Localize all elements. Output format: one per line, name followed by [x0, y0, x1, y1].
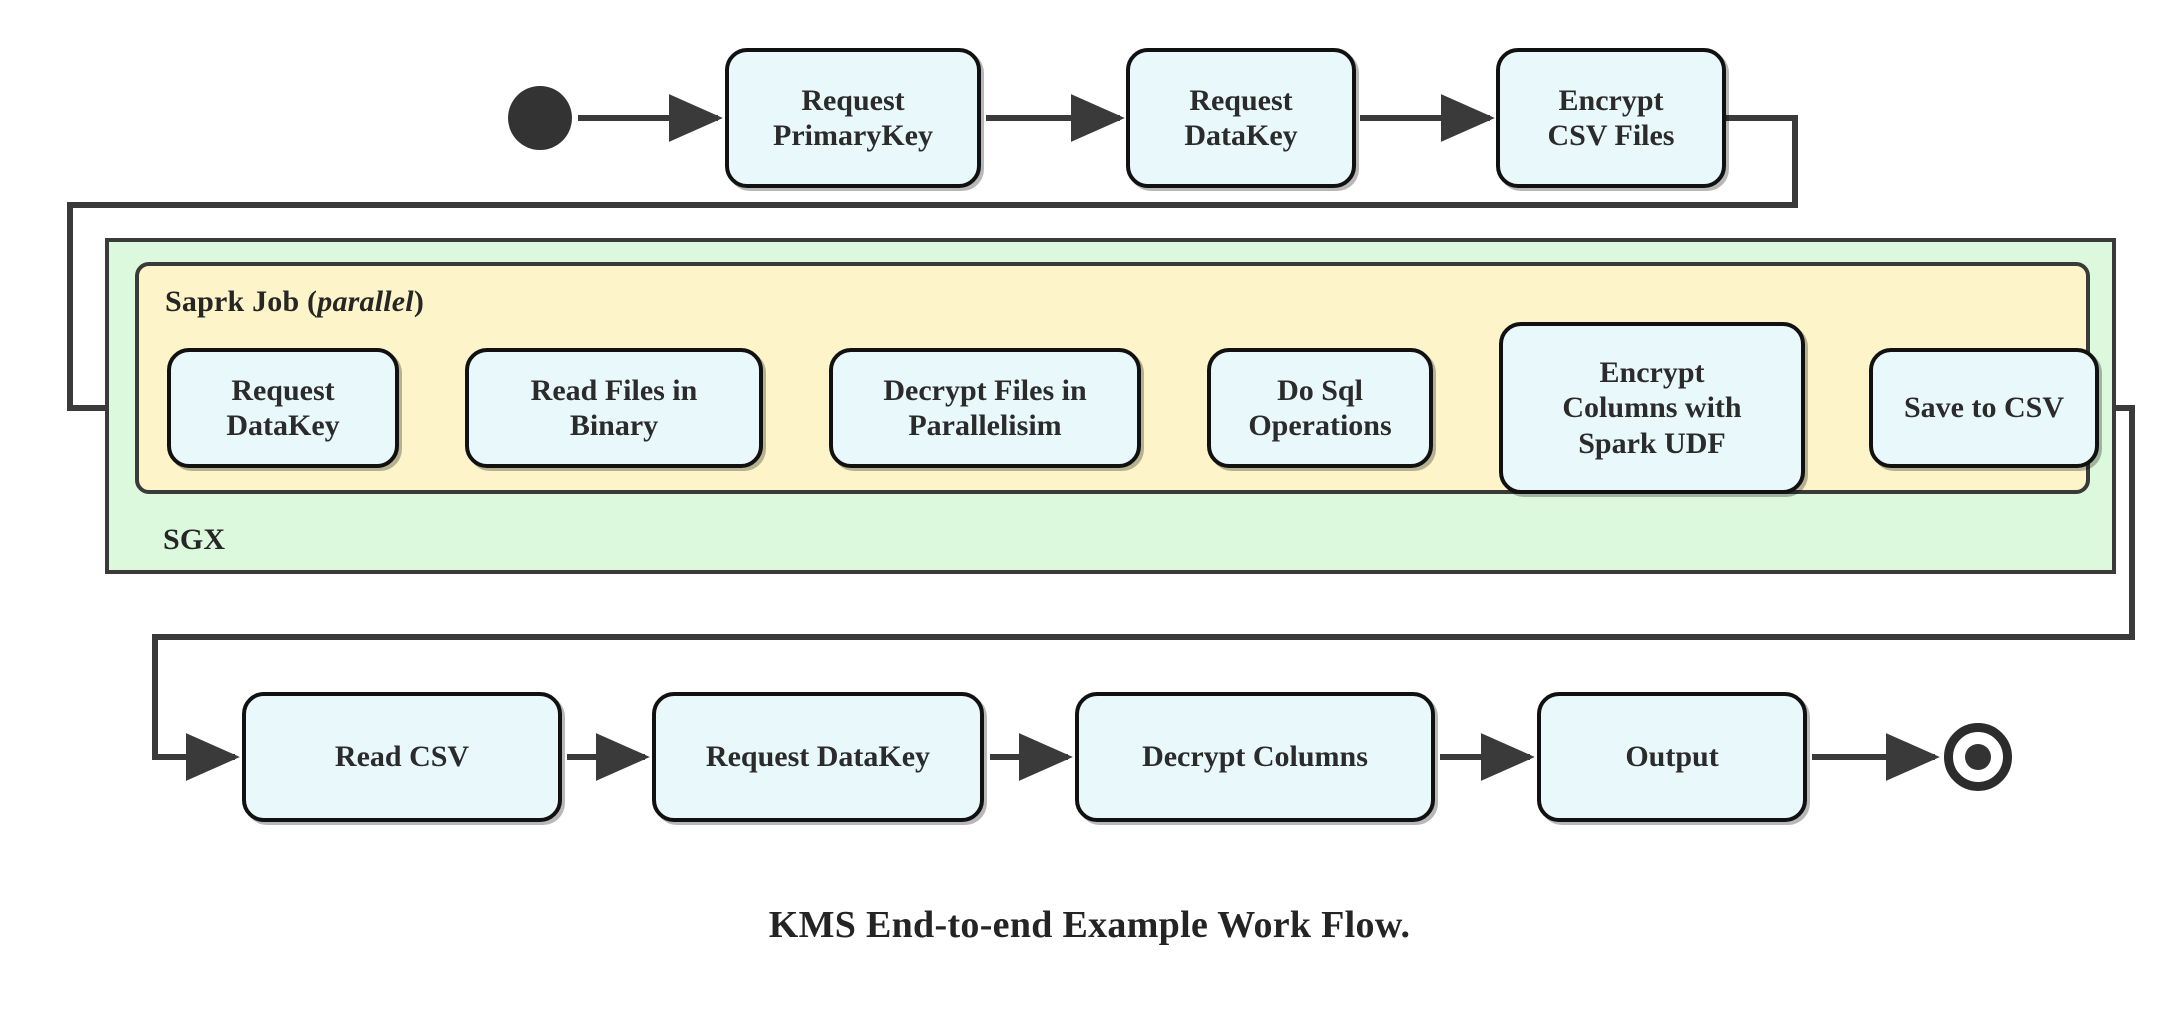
- paren-open: (: [299, 285, 318, 318]
- node-read-csv[interactable]: Read CSV: [242, 692, 562, 822]
- paren-close: ): [413, 285, 425, 318]
- node-label: Save to CSV: [1903, 391, 2064, 425]
- node-label: Decrypt Columns: [1142, 740, 1368, 774]
- node-output[interactable]: Output: [1537, 692, 1807, 822]
- end-node-inner-dot: [1965, 744, 1991, 770]
- diagram-caption: KMS End-to-end Example Work Flow.: [768, 904, 1411, 946]
- spark-job-container-label: Saprk Job (parallel): [165, 285, 425, 318]
- start-node: [508, 86, 572, 150]
- node-label: Output: [1625, 740, 1719, 774]
- sgx-container-label: SGX: [163, 523, 226, 556]
- node-label: Read CSV: [334, 740, 470, 774]
- node-save-to-csv[interactable]: Save to CSV: [1869, 348, 2099, 468]
- parallel-annotation: parallel: [317, 285, 414, 318]
- node-decrypt-columns[interactable]: Decrypt Columns: [1075, 692, 1435, 822]
- node-label: Request DataKey: [705, 740, 931, 774]
- end-node: [1944, 723, 2012, 791]
- node-request-datakey-bottom[interactable]: Request DataKey: [652, 692, 984, 822]
